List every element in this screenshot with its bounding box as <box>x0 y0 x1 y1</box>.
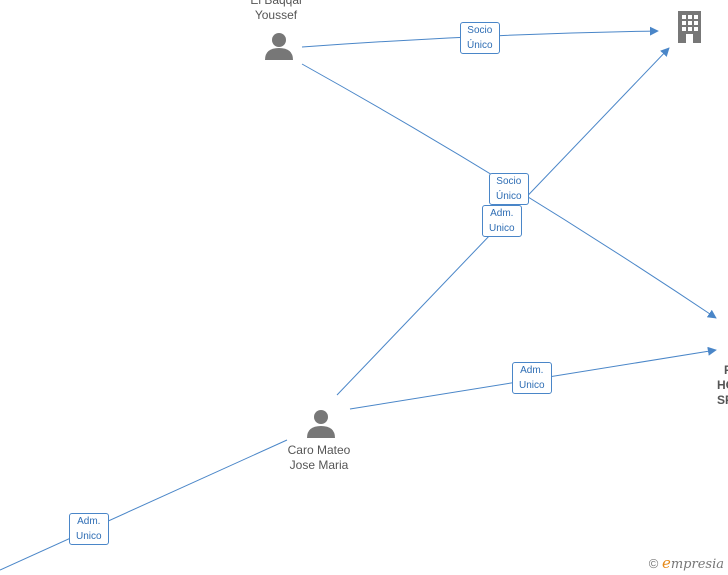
node-label-caro-mateo: Caro Mateo Jose Maria <box>281 443 357 473</box>
node-name-line2: HO <box>717 378 728 392</box>
node-name-line3: SP <box>717 393 728 407</box>
edge-label-line2: Único <box>496 191 522 202</box>
edge-label-line1: Adm. <box>490 208 514 219</box>
copyright-symbol: © <box>648 556 659 571</box>
edge-label-adm-unico[interactable]: Adm. Unico <box>482 205 522 237</box>
edge-label-line1: Socio <box>467 25 493 36</box>
edge-label-line2: Unico <box>76 531 102 542</box>
edge-label-line1: Adm. <box>77 516 101 527</box>
empresia-watermark: © empresia <box>649 554 724 572</box>
brand-name: mpresia <box>670 557 724 572</box>
building-icon[interactable] <box>678 11 701 43</box>
edge-label-line2: Único <box>467 40 493 51</box>
node-name-line1: F <box>724 363 728 377</box>
brand-initial: e <box>661 554 671 572</box>
person-icon[interactable] <box>265 33 293 60</box>
edge-label-line2: Unico <box>519 380 545 391</box>
edge-label-line1: Socio <box>496 176 522 187</box>
edge-label-line1: Adm. <box>520 365 544 376</box>
edge-offscreen-to-caro <box>0 439 288 571</box>
node-label-company-right: F HO SP <box>716 363 728 411</box>
edge-label-adm-unico[interactable]: Adm. Unico <box>512 362 552 394</box>
edge-label-socio-unico[interactable]: Socio Único <box>460 22 500 54</box>
edge-label-adm-unico[interactable]: Adm. Unico <box>69 513 109 545</box>
node-name-line1: Caro Mateo <box>287 443 351 457</box>
node-label-el-baqqal: El Baqqal Youssef <box>246 0 306 23</box>
edge-label-line2: Unico <box>489 223 515 234</box>
edge-label-socio-unico[interactable]: Socio Único <box>489 173 529 205</box>
node-name-line2: Youssef <box>254 8 298 22</box>
person-icon[interactable] <box>307 410 335 438</box>
node-name-line1: El Baqqal <box>250 0 302 7</box>
node-name-line2: Jose Maria <box>289 458 349 472</box>
